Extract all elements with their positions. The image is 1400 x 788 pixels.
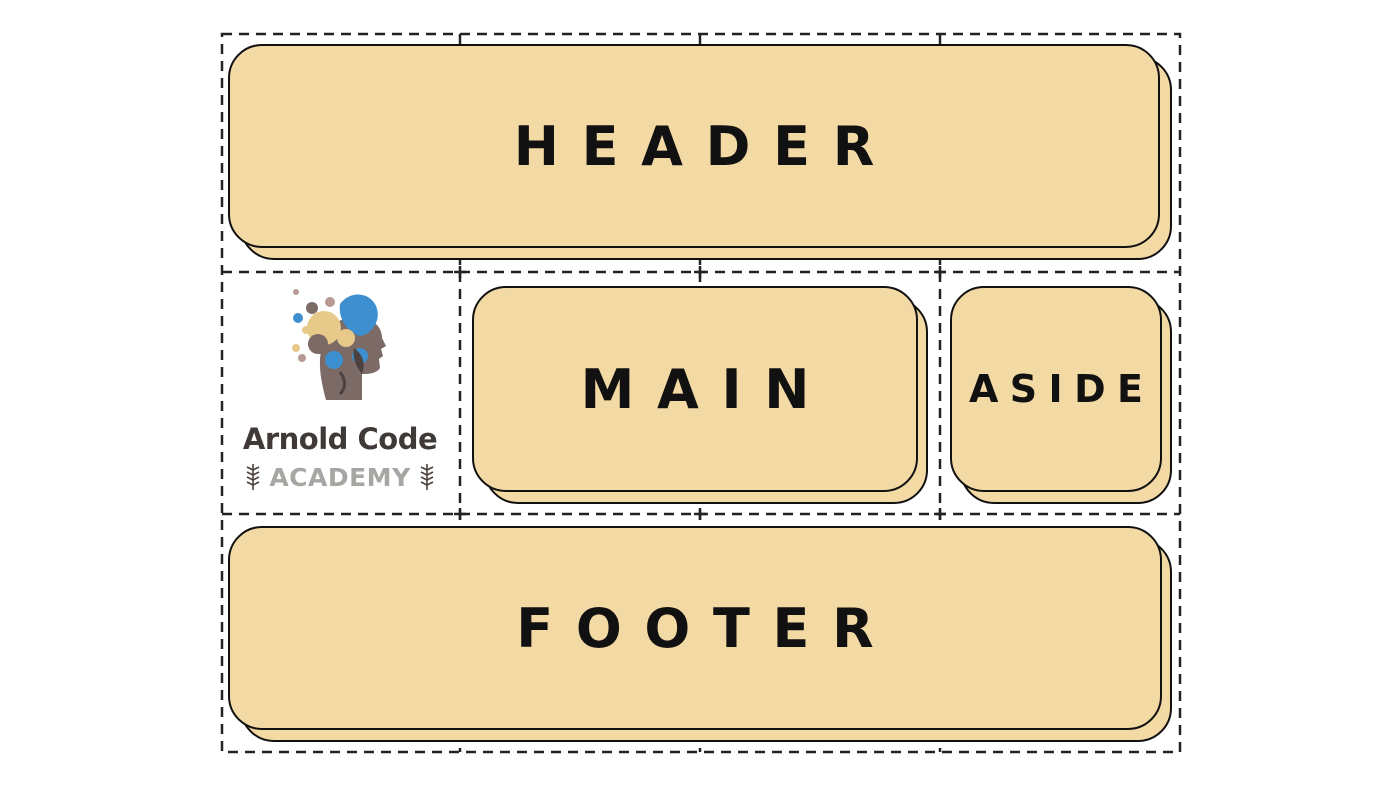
logo-name: Arnold Code	[242, 422, 438, 456]
footer-box: FOOTER	[228, 526, 1162, 730]
header-label: HEADER	[513, 114, 897, 178]
laurel-right-icon	[420, 464, 434, 490]
head-silhouette-icon	[292, 289, 386, 400]
logo-subtitle-row: ACADEMY	[222, 462, 458, 492]
header-box: HEADER	[228, 44, 1160, 248]
aside-box: ASIDE	[950, 286, 1162, 492]
laurel-left-icon	[246, 464, 260, 490]
main-label: MAIN	[580, 357, 833, 421]
footer-label: FOOTER	[516, 596, 897, 660]
aside-label: ASIDE	[968, 367, 1155, 411]
main-box: MAIN	[472, 286, 918, 492]
logo-subtitle: ACADEMY	[269, 462, 411, 492]
arnold-code-academy-logo: Arnold Code ACADEMY	[222, 276, 458, 498]
